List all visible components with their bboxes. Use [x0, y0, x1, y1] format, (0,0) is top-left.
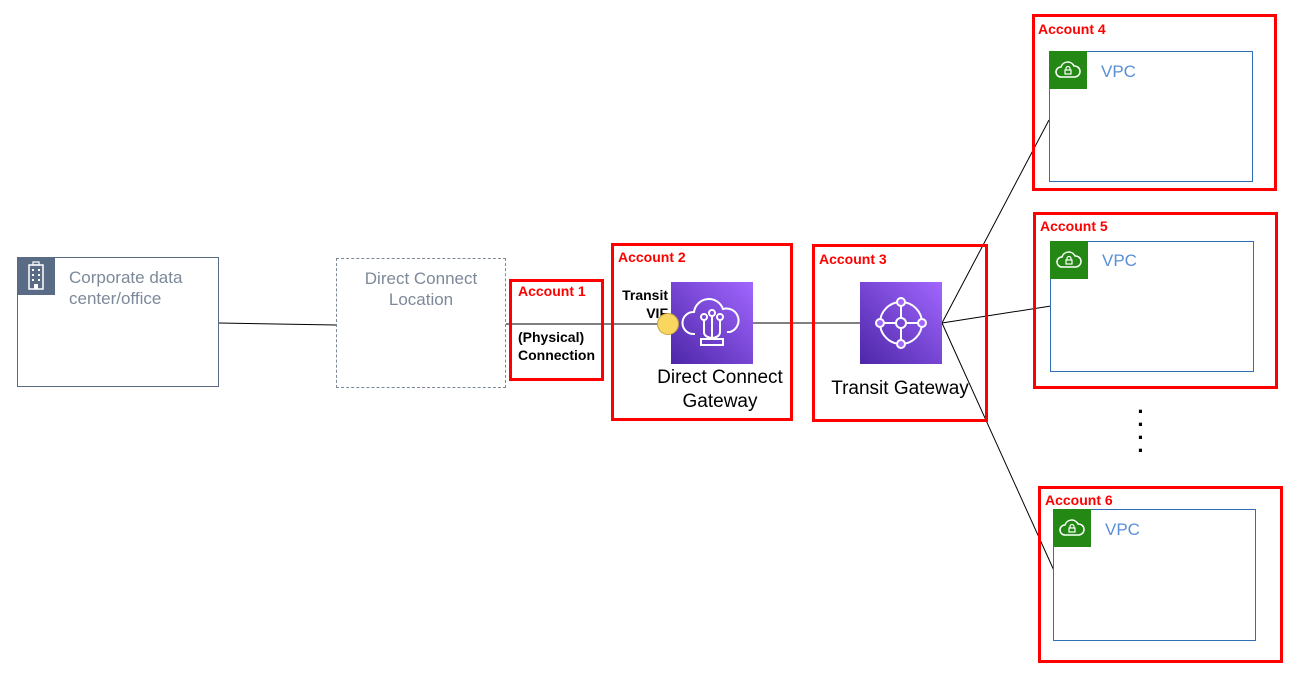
corp-to-dxl-line [218, 322, 337, 326]
account-6-box [1038, 486, 1283, 663]
vpc-cloud-lock-icon [1053, 509, 1091, 547]
corporate-label-line2: center/office [69, 289, 162, 308]
account-1-box [509, 279, 604, 381]
physical-connection-line2: Connection [518, 347, 595, 363]
more-accounts-ellipsis: ···· [1137, 399, 1145, 463]
transit-vif-point [657, 313, 679, 335]
account-5-label: Account 5 [1040, 218, 1108, 234]
transit-gateway-label: Transit Gateway [831, 378, 969, 399]
account-5-box [1033, 212, 1278, 389]
account-4-box [1032, 14, 1277, 191]
dx-gateway-line1: Direct Connect [657, 367, 783, 388]
vpc-label-2: VPC [1102, 251, 1137, 270]
vpc-label-1: VPC [1101, 62, 1136, 81]
corporate-label-line1: Corporate data [69, 268, 183, 287]
transit-gateway-icon [860, 282, 942, 364]
account-1-label: Account 1 [518, 283, 586, 299]
dx-location-line1: Direct Connect [364, 269, 478, 288]
office-building-icon [17, 257, 55, 295]
corporate-datacenter-box [17, 257, 219, 387]
direct-connect-location-box [336, 258, 506, 388]
direct-connect-gateway-label: Direct Connect Gateway [640, 366, 800, 414]
physical-connection-line1: (Physical) [518, 329, 585, 345]
corporate-datacenter-label: Corporate data center/office [69, 267, 219, 309]
account-2-box [611, 243, 793, 421]
direct-connect-gateway-icon [671, 282, 753, 364]
account-2-label: Account 2 [618, 249, 686, 265]
tgw-to-vpc4-line [941, 119, 1050, 324]
vpc-label-3: VPC [1105, 520, 1140, 539]
direct-connect-location-label: Direct Connect Location [336, 268, 506, 310]
dx-location-line2: Location [388, 290, 454, 309]
tgw-to-vpc5-line [941, 305, 1052, 324]
transit-vif-line1: Transit [622, 287, 668, 303]
dx-gateway-line2: Gateway [682, 391, 758, 412]
vpc-cloud-lock-icon [1050, 241, 1088, 279]
account-3-box [812, 244, 988, 422]
tgw-to-vpc6-line [941, 322, 1057, 576]
account-6-label: Account 6 [1045, 492, 1113, 508]
account-3-label: Account 3 [819, 251, 887, 267]
physical-connection-label: (Physical) Connection [518, 328, 595, 364]
vpc-cloud-lock-icon [1049, 51, 1087, 89]
account-4-label: Account 4 [1038, 21, 1106, 37]
